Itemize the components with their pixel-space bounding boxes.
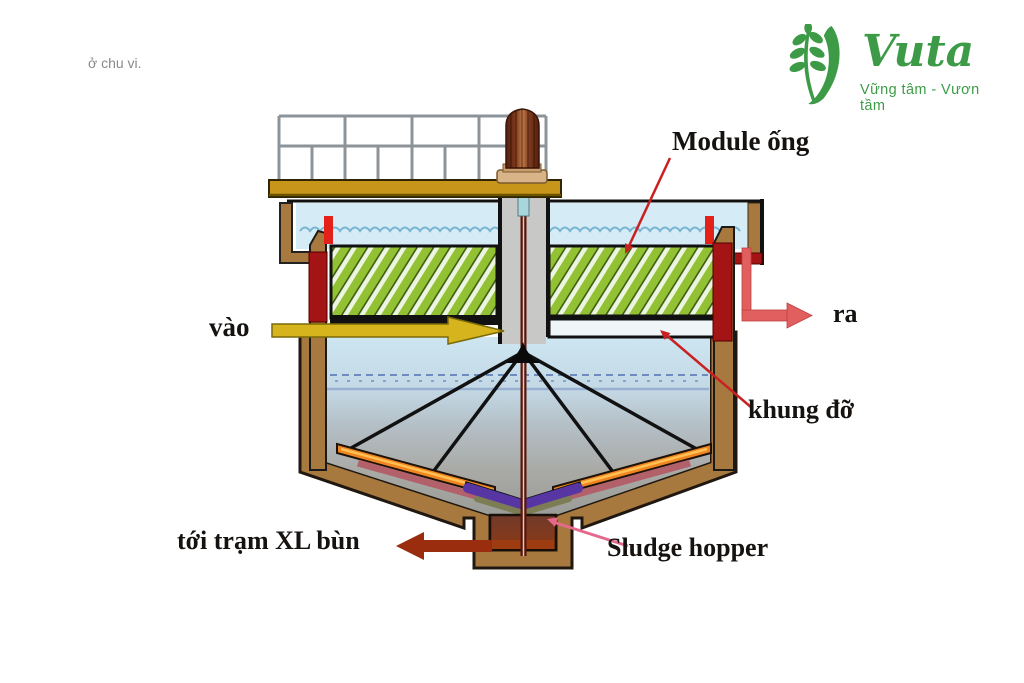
inlet-arrow <box>271 316 505 345</box>
label-support-frame: khung đỡ <box>748 395 855 424</box>
logo: Vuta Vững tâm - Vươn tầm <box>786 22 1002 114</box>
inlet-weir-left <box>308 216 333 471</box>
tube-module-right <box>547 244 720 339</box>
leader-support-frame <box>660 330 753 409</box>
label-outlet: ra <box>833 299 858 328</box>
label-sludge-hopper: Sludge hopper <box>607 533 769 562</box>
scraper-truss <box>343 350 703 474</box>
leader-module <box>625 157 672 254</box>
logo-tagline: Vững tâm - Vươn tầm <box>860 82 980 114</box>
scraper-blades <box>336 442 712 517</box>
label-inlet: vào <box>209 312 250 342</box>
drive-shaft <box>506 189 540 556</box>
walkway-platform <box>268 179 562 198</box>
walkway-railing <box>277 114 548 181</box>
label-module-ong: Module ống <box>672 126 810 156</box>
scraper-pivot <box>506 342 540 363</box>
wheat-logo-icon <box>789 24 840 105</box>
page-caption: ở chu vi. <box>88 55 142 71</box>
tube-module-left <box>329 244 499 325</box>
sludge-outlet-arrow <box>396 532 492 560</box>
sludge-blanket-speckles <box>327 374 709 391</box>
leader-sludge-hopper <box>547 517 629 548</box>
outlet-arrow <box>741 247 813 329</box>
drive-motor <box>496 108 548 184</box>
support-frame <box>547 317 720 339</box>
label-sludge-station: tới trạm XL bùn <box>177 526 360 555</box>
outlet-weir-right <box>705 216 735 471</box>
logo-name: Vuta <box>862 26 975 77</box>
